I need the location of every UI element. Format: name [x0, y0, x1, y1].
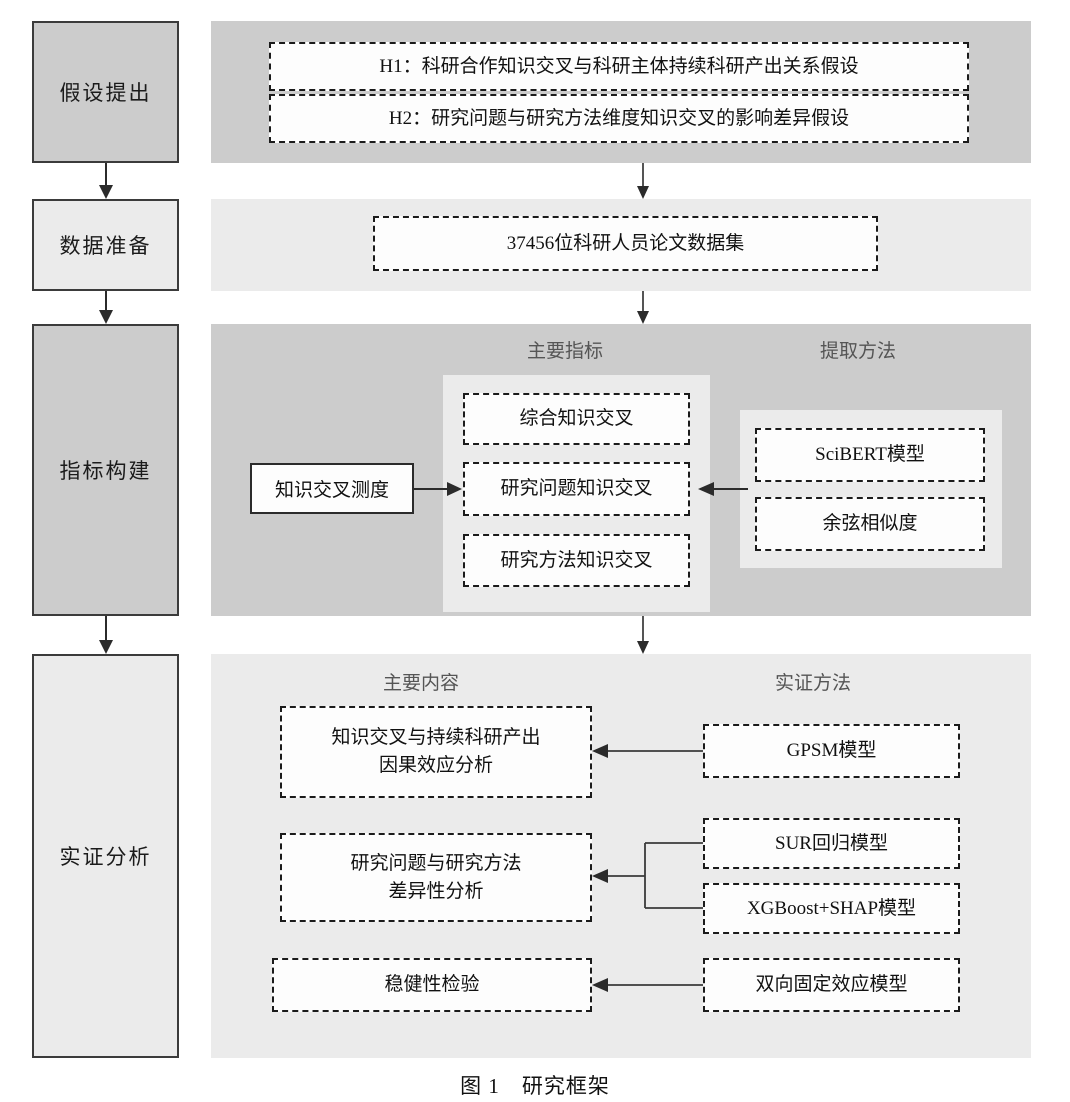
stage-box-empirical-analysis: 实证分析 [32, 654, 179, 1058]
measure-label: 知识交叉测度 [274, 480, 389, 501]
stage-box-indicator-construction: 指标构建 [32, 324, 179, 616]
empirical-method-box-xgboost-shap: XGBoost+SHAP模型 [703, 883, 960, 934]
method-label: XGBoost+SHAP模型 [746, 897, 917, 919]
dataset-label: 37456位科研人员论文数据集 [506, 232, 745, 254]
method-label: SUR回归模型 [775, 832, 888, 854]
figure-caption: 图 1 研究框架 [460, 1074, 610, 1098]
method-label: GPSM模型 [786, 740, 877, 762]
stage-label: 假设提出 [59, 81, 152, 105]
indicator-box-comprehensive: 综合知识交叉 [463, 393, 690, 445]
empirical-method-box-gpsm: GPSM模型 [703, 724, 960, 778]
stage-label: 数据准备 [59, 234, 152, 258]
arrow-stage2-to-stage3 [99, 291, 113, 324]
stage-label: 实证分析 [59, 845, 152, 869]
hypothesis-label: H1：科研合作知识交叉与科研主体持续科研产出关系假设 [379, 55, 859, 77]
arrow-indicator-to-empirical [637, 616, 649, 654]
arrow-hypotheses-to-data [637, 163, 649, 199]
content-line-2: 差异性分析 [388, 880, 484, 902]
arrow-gpsm-to-causal-analysis [592, 744, 703, 758]
stage-box-data-preparation: 数据准备 [32, 199, 179, 291]
method-label: 双向固定效应模型 [755, 974, 908, 996]
method-label: 余弦相似度 [822, 513, 918, 535]
hypothesis-box-h1: H1：科研合作知识交叉与科研主体持续科研产出关系假设 [269, 42, 969, 91]
header-empirical-methods: 实证方法 [775, 673, 852, 694]
method-box-scibert: SciBERT模型 [755, 428, 985, 482]
hypothesis-box-h2: H2：研究问题与研究方法维度知识交叉的影响差异假设 [269, 94, 969, 143]
method-box-cosine-similarity: 余弦相似度 [755, 497, 985, 551]
header-main-indicators: 主要指标 [527, 341, 604, 362]
empirical-method-box-sur: SUR回归模型 [703, 818, 960, 869]
indicator-box-research-method: 研究方法知识交叉 [463, 534, 690, 587]
measure-box-knowledge-crossover: 知识交叉测度 [250, 463, 414, 514]
arrow-measure-to-indicators [414, 482, 462, 496]
content-box-robustness-test: 稳健性检验 [272, 958, 592, 1012]
content-box-causal-effect-analysis: 知识交叉与持续科研产出 因果效应分析 [280, 706, 592, 798]
header-main-content: 主要内容 [383, 673, 460, 694]
indicator-label: 综合知识交叉 [519, 408, 634, 430]
arrow-data-to-indicator [637, 291, 649, 324]
arrow-stage1-to-stage2 [99, 163, 113, 199]
bracket-sur-xgboost-to-difference-analysis [592, 842, 703, 909]
empirical-method-box-two-way-fixed-effects: 双向固定效应模型 [703, 958, 960, 1012]
arrow-methods-to-indicators [698, 482, 748, 496]
arrow-fixed-effects-to-robustness [592, 978, 703, 992]
indicator-label: 研究方法知识交叉 [500, 549, 653, 571]
arrow-stage3-to-stage4 [99, 616, 113, 654]
dataset-box: 37456位科研人员论文数据集 [373, 216, 878, 271]
stage-box-hypothesis-proposal: 假设提出 [32, 21, 179, 163]
stage-label: 指标构建 [59, 459, 152, 483]
content-line-1: 稳健性检验 [384, 974, 480, 996]
content-line-1: 知识交叉与持续科研产出 [331, 727, 541, 749]
hypothesis-label: H2：研究问题与研究方法维度知识交叉的影响差异假设 [388, 107, 850, 129]
indicator-box-research-question: 研究问题知识交叉 [463, 462, 690, 516]
content-line-2: 因果效应分析 [378, 755, 493, 776]
content-box-difference-analysis: 研究问题与研究方法 差异性分析 [280, 833, 592, 922]
method-label: SciBERT模型 [815, 444, 925, 466]
indicator-label: 研究问题知识交叉 [500, 478, 653, 500]
content-line-1: 研究问题与研究方法 [350, 852, 522, 874]
header-extraction-methods: 提取方法 [820, 341, 897, 362]
